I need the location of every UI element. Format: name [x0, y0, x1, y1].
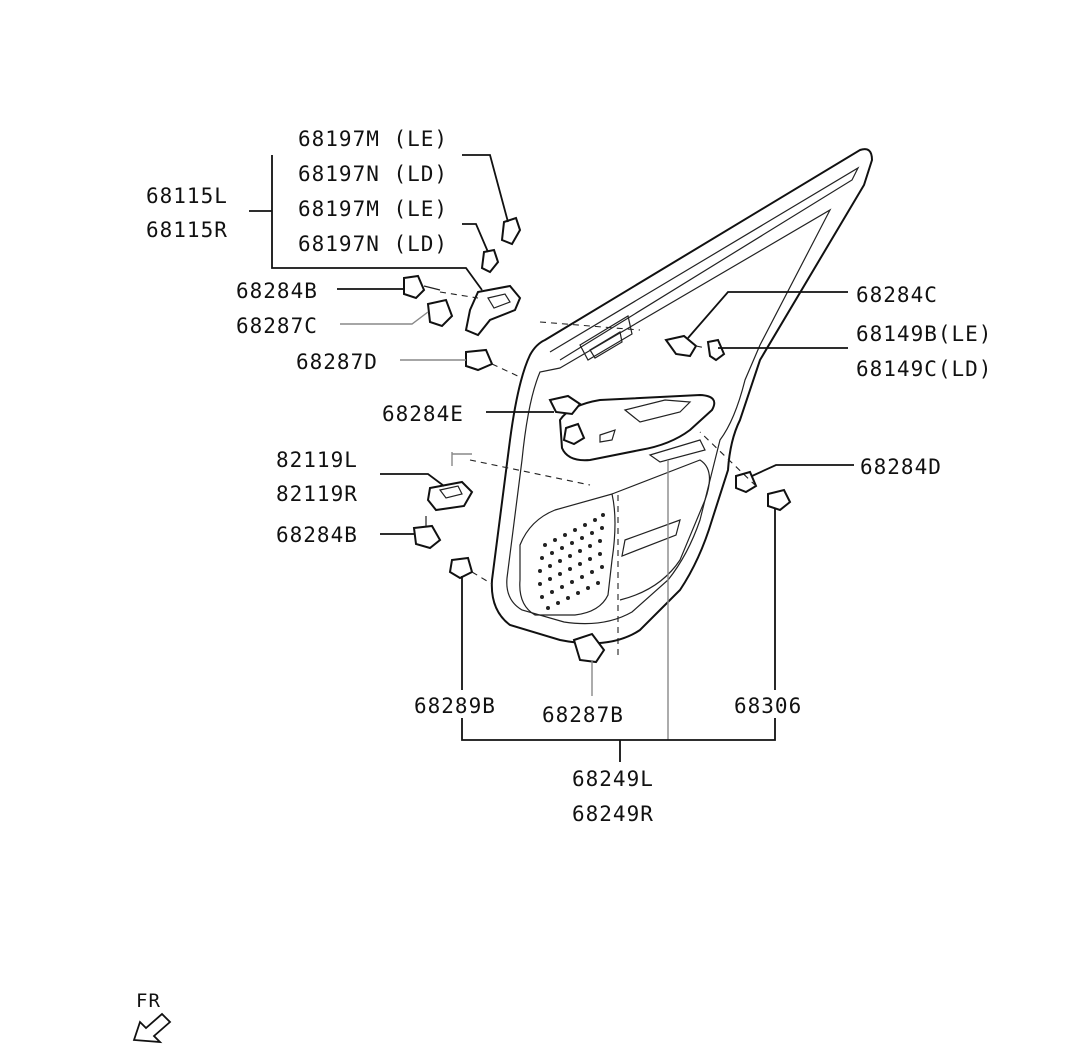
label-68197N-ld-2: 68197N (LD): [298, 232, 448, 256]
label-68287B: 68287B: [542, 703, 624, 727]
label-68197N-ld-1: 68197N (LD): [298, 162, 448, 186]
fr-label: FR: [136, 990, 161, 1012]
label-68284B-top: 68284B: [236, 279, 318, 303]
label-68149B-le: 68149B(LE): [856, 322, 992, 346]
arrow-down-left-icon: [132, 1012, 172, 1044]
label-82119R: 82119R: [276, 482, 358, 506]
front-direction-indicator: FR: [132, 990, 172, 1044]
label-68197M-le-2: 68197M (LE): [298, 197, 448, 221]
label-82119L: 82119L: [276, 448, 358, 472]
label-68249R: 68249R: [572, 802, 654, 826]
label-68289B: 68289B: [414, 694, 496, 718]
clips-and-fasteners: [403, 216, 792, 664]
label-68149C-ld: 68149C(LD): [856, 357, 992, 381]
part-labels: 68197M (LE) 68197N (LD) 68197M (LE) 6819…: [146, 127, 992, 826]
label-68115L: 68115L: [146, 184, 228, 208]
label-68249L: 68249L: [572, 767, 654, 791]
door-trim-panel: [469, 148, 874, 660]
label-68284B-low: 68284B: [276, 523, 358, 547]
label-68284C: 68284C: [856, 283, 938, 307]
label-68197M-le-1: 68197M (LE): [298, 127, 448, 151]
label-68306: 68306: [734, 694, 802, 718]
label-68284D: 68284D: [860, 455, 942, 479]
label-68115R: 68115R: [146, 218, 228, 242]
label-68287C: 68287C: [236, 314, 318, 338]
label-68287D: 68287D: [296, 350, 378, 374]
label-68284E: 68284E: [382, 402, 464, 426]
leader-lines: [249, 154, 854, 762]
speaker-grille: [538, 513, 605, 610]
